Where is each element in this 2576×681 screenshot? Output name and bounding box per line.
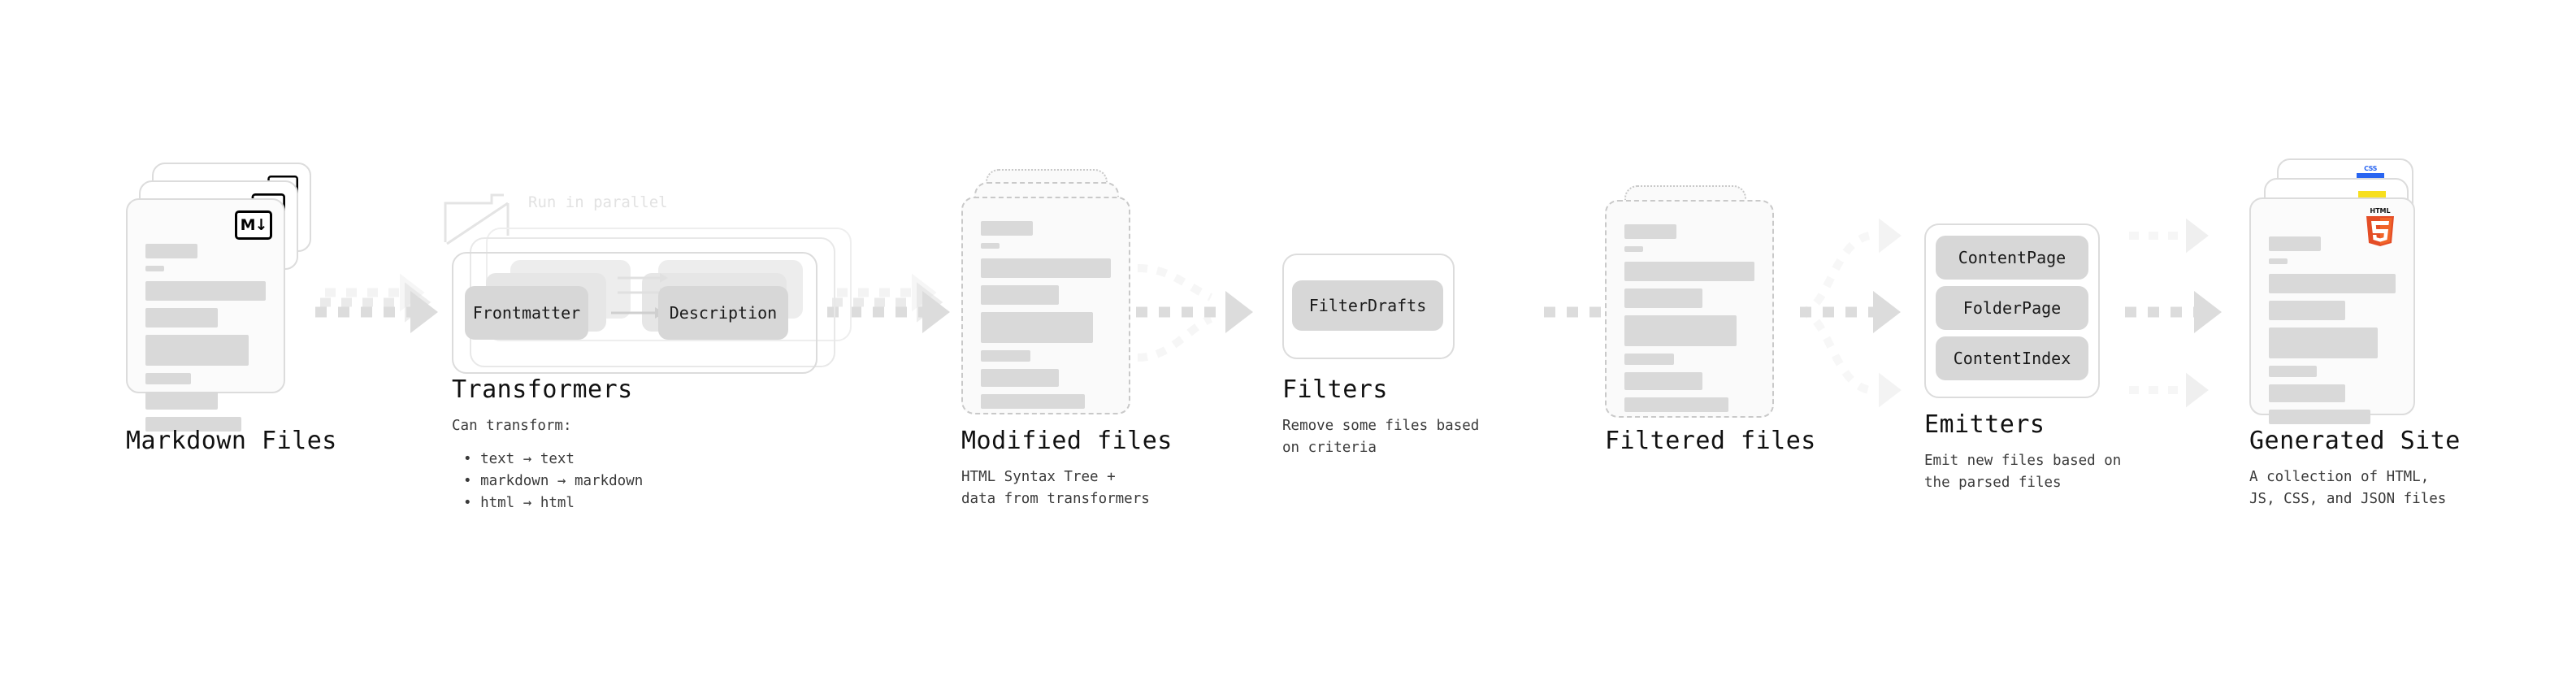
html5-badge: HTML: [2363, 206, 2397, 246]
emitter-node-folderpage[interactable]: FolderPage: [1936, 286, 2088, 330]
list-item: • html → html: [463, 495, 575, 512]
modified-card-skeleton: [981, 221, 1111, 416]
generated-site-caption: Generated Site A collection of HTML, JS,…: [2249, 427, 2461, 510]
stage-title: Generated Site: [2249, 427, 2461, 455]
filter-node-filterdrafts[interactable]: FilterDrafts: [1292, 280, 1443, 331]
generated-card-skeleton: [2269, 236, 2396, 432]
emitter-node-contentpage[interactable]: ContentPage: [1936, 236, 2088, 280]
emitter-node-label: ContentIndex: [1953, 349, 2071, 368]
run-in-parallel-label: Run in parallel: [528, 193, 668, 211]
transformer-node-label: Description: [669, 303, 778, 323]
stage-subtitle: A collection of HTML, JS, CSS, and JSON …: [2249, 469, 2447, 508]
transformer-node-label: Frontmatter: [472, 303, 581, 323]
filters-group-box: [1282, 254, 1455, 359]
stage-title: Markdown Files: [126, 427, 337, 455]
transformers-group-front: [452, 252, 817, 374]
html5-badge-word: HTML: [2370, 207, 2390, 215]
modified-files-caption: Modified files HTML Syntax Tree + data f…: [961, 427, 1173, 510]
filtered-files-caption: Filtered files: [1605, 427, 1816, 455]
list-item: • text → text: [463, 451, 575, 468]
emitter-node-label: ContentPage: [1958, 248, 2066, 267]
emitter-node-contentindex[interactable]: ContentIndex: [1936, 336, 2088, 380]
markdown-card-skeleton: [145, 244, 266, 439]
filters-caption: Filters Remove some files based on crite…: [1282, 375, 1479, 459]
markdown-card-front: M↓: [126, 198, 285, 432]
transformers-caption: Transformers Can transform: • text → tex…: [452, 375, 643, 515]
emitters-group-box: [1924, 223, 2100, 398]
stage-title: Filtered files: [1605, 427, 1816, 455]
stage-title: Filters: [1282, 375, 1388, 404]
stage-title: Modified files: [961, 427, 1173, 455]
markdown-badge: M↓: [235, 210, 272, 240]
stage-subtitle: Emit new files based on the parsed files: [1924, 453, 2122, 492]
modified-card-front: [961, 197, 1130, 414]
filtered-card-front: [1605, 200, 1774, 418]
filter-node-label: FilterDrafts: [1308, 296, 1427, 315]
filtered-card-skeleton: [1624, 224, 1754, 419]
stage-subtitle: Can transform:: [452, 418, 572, 434]
transform-list: • text → text • markdown → markdown • ht…: [452, 449, 643, 514]
transformer-node-frontmatter[interactable]: Frontmatter: [465, 286, 588, 340]
stage-subtitle: Remove some files based on criteria: [1282, 418, 1480, 457]
stage-title: Transformers: [452, 375, 633, 404]
emitter-node-label: FolderPage: [1962, 298, 2062, 318]
stage-subtitle: HTML Syntax Tree + data from transformer…: [961, 469, 1150, 508]
css-badge-label: CSS: [2364, 165, 2377, 172]
markdown-badge-letter: M: [240, 215, 256, 234]
html5-shield-icon: HTML: [2366, 207, 2394, 246]
markdown-files-caption: Markdown Files: [126, 427, 337, 455]
emitters-caption: Emitters Emit new files based on the par…: [1924, 410, 2121, 494]
transformer-node-description[interactable]: Description: [658, 286, 788, 340]
stage-title: Emitters: [1924, 410, 2045, 439]
generated-card-front: HTML: [2249, 197, 2415, 424]
list-item: • markdown → markdown: [463, 473, 644, 490]
